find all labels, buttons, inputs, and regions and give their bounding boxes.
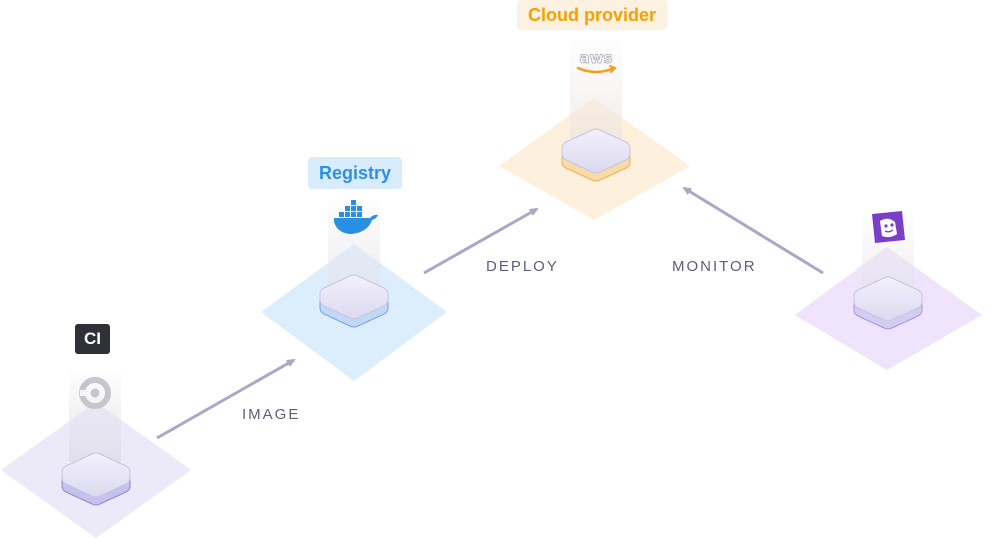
aws-icon-text: aws [580,49,613,67]
ci-node[interactable] [1,372,191,538]
ci-label: CI [75,324,110,354]
cloud-provider-label: Cloud provider [517,0,668,30]
deploy-arrow [423,207,539,275]
monitor-server-box [853,276,923,330]
image-arrow [156,358,296,440]
docker-icon [334,200,378,234]
image-edge-label: IMAGE [242,406,301,423]
circleci-icon [79,377,111,409]
ci-beam [69,372,121,462]
registry-server-box [319,274,389,328]
datadog-icon [872,211,905,243]
deploy-edge-label: DEPLOY [486,258,559,275]
registry-label: Registry [308,157,403,189]
registry-node[interactable] [261,200,447,381]
monitor-arrow [682,186,824,275]
aws-icon: aws [576,49,617,74]
cloud-server-box [561,128,631,182]
ci-server-box [61,452,131,506]
monitor-edge-label: MONITOR [672,258,757,275]
monitor-node[interactable] [795,211,982,370]
cloud-node[interactable]: aws [499,40,690,220]
